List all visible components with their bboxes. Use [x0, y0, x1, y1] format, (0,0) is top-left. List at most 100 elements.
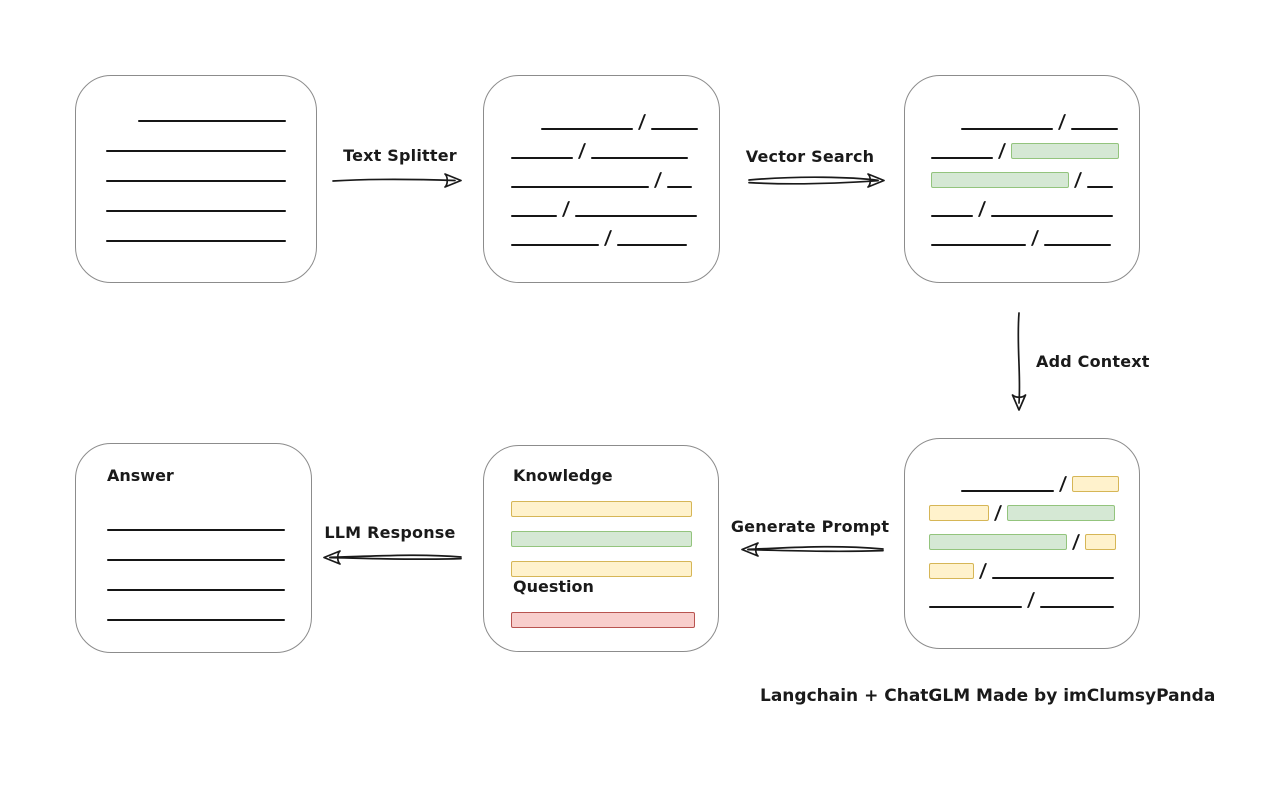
add-context-label: Add Context: [1036, 352, 1150, 371]
segment-row: [929, 463, 1120, 492]
vector-search-label: Vector Search: [745, 147, 875, 166]
segment-row: [106, 152, 286, 182]
yellow-highlight-chip: [511, 561, 692, 577]
segment-row: [931, 217, 1115, 246]
segment-row: [511, 188, 698, 217]
segment-row: [511, 130, 694, 159]
segment-row: [511, 159, 694, 188]
text-line: [107, 529, 285, 531]
generate-prompt-label: Generate Prompt: [730, 517, 890, 536]
green-highlight-chip: [929, 534, 1067, 550]
slash-separator: [1073, 172, 1083, 188]
text-line: [541, 128, 633, 130]
text-line: [106, 150, 286, 152]
credit-caption: Langchain + ChatGLM Made by imClumsyPand…: [760, 686, 1216, 706]
indent-spacer: [511, 129, 541, 130]
text-line: [106, 240, 286, 242]
yellow-highlight-chip: [1085, 534, 1117, 550]
yellow-highlight-chip: [929, 505, 989, 521]
green-highlight-chip: [1007, 505, 1116, 521]
split-chunks-box: [483, 75, 720, 283]
slash-separator: [978, 563, 988, 579]
indent-spacer: [931, 129, 961, 130]
segment-row: [511, 217, 694, 246]
segment-row: [106, 92, 286, 122]
indent-spacer: [106, 121, 138, 122]
text-line: [511, 157, 573, 159]
vector-search-arrow: [748, 173, 885, 188]
knowledge-label: Knowledge: [513, 466, 613, 485]
text-line: [929, 606, 1022, 608]
segment-row: [929, 550, 1115, 579]
text-splitter-label: Text Splitter: [343, 146, 457, 165]
text-line: [511, 244, 599, 246]
segment-row: [929, 579, 1115, 608]
text-line: [591, 157, 689, 159]
slash-separator: [1071, 534, 1081, 550]
text-line: [667, 186, 693, 188]
text-line: [511, 186, 649, 188]
green-highlight-chip: [931, 172, 1069, 188]
vector-search-result-box: [904, 75, 1140, 283]
red-highlight-chip: [511, 612, 695, 628]
text-line: [991, 215, 1114, 217]
slash-separator: [1026, 592, 1036, 608]
answer-label: Answer: [107, 466, 174, 485]
segment-row: [931, 188, 1115, 217]
segment-row: [511, 101, 699, 130]
prompt-box: Knowledge Question: [483, 445, 719, 652]
context-box: [904, 438, 1140, 649]
green-highlight-chip: [511, 531, 692, 547]
slash-separator: [1030, 230, 1040, 246]
llm-response-arrow: [323, 550, 462, 565]
slash-separator: [1058, 476, 1068, 492]
text-line: [931, 244, 1026, 246]
slash-separator: [577, 143, 587, 159]
text-line: [1087, 186, 1114, 188]
segment-row: [931, 130, 1120, 159]
text-line: [138, 120, 286, 122]
text-line: [961, 128, 1053, 130]
knowledge-bars: [511, 487, 692, 577]
text-line: [106, 210, 286, 212]
text-line: [931, 215, 973, 217]
question-bar: [511, 598, 695, 628]
segment-row: [107, 501, 285, 531]
slash-separator: [653, 172, 663, 188]
slash-separator: [603, 230, 613, 246]
segment-row: [106, 122, 286, 152]
text-line: [931, 157, 993, 159]
segment-row: [107, 591, 285, 621]
text-line: [1071, 128, 1119, 130]
segment-row: [929, 492, 1116, 521]
slash-separator: [993, 505, 1003, 521]
text-line: [1040, 606, 1115, 608]
text-line: [1044, 244, 1112, 246]
slash-separator: [997, 143, 1007, 159]
text-line: [992, 577, 1115, 579]
text-line: [107, 589, 285, 591]
segment-row: [931, 101, 1119, 130]
segment-row: [931, 159, 1115, 188]
segment-row: [107, 531, 285, 561]
document-box: [75, 75, 317, 283]
answer-lines: [107, 501, 285, 621]
text-splitter-arrow: [332, 173, 462, 188]
generate-prompt-arrow: [741, 542, 884, 557]
slash-separator: [977, 201, 987, 217]
add-context-arrow: [1011, 312, 1027, 411]
slash-separator: [1057, 114, 1067, 130]
text-line: [651, 128, 699, 130]
text-line: [961, 490, 1054, 492]
indent-spacer: [929, 491, 961, 492]
segment-row: [511, 487, 692, 517]
text-line: [511, 215, 557, 217]
answer-box: Answer: [75, 443, 312, 653]
segment-row: [106, 212, 286, 242]
slash-separator: [637, 114, 647, 130]
yellow-highlight-chip: [1072, 476, 1120, 492]
yellow-highlight-chip: [511, 501, 692, 517]
text-line: [575, 215, 698, 217]
segment-row: [106, 182, 286, 212]
